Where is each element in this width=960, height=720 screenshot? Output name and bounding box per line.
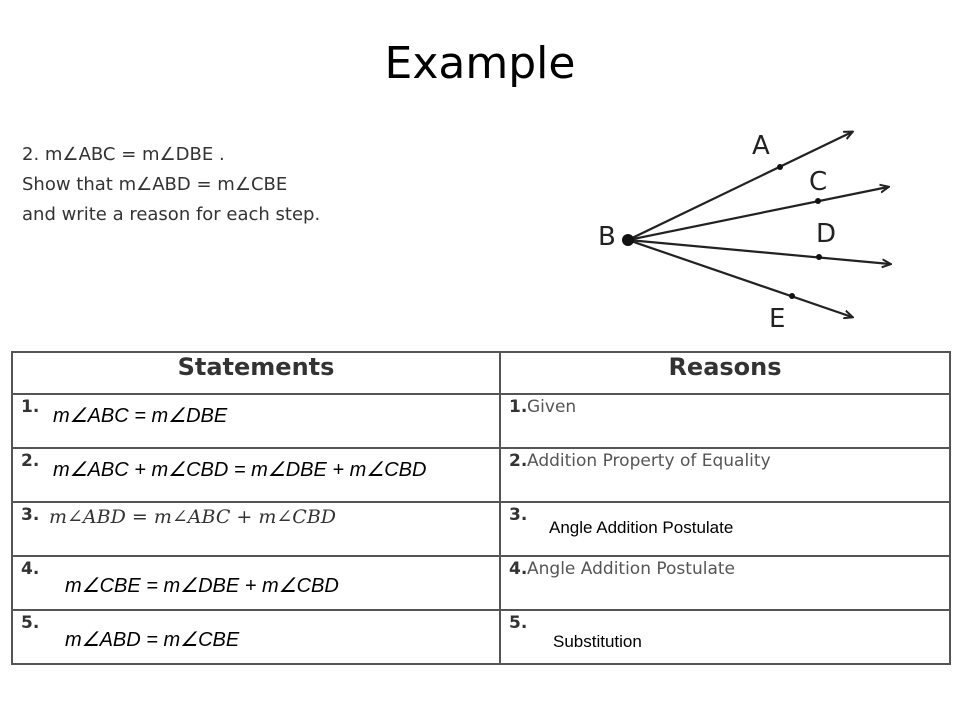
point-a bbox=[777, 164, 783, 170]
label-a: A bbox=[752, 131, 770, 161]
reason-cell: 2. Addition Property of Equality bbox=[499, 447, 951, 503]
reason-text: Addition Property of Equality bbox=[527, 451, 771, 471]
reason-cell: 5. Substitution bbox=[499, 609, 951, 665]
reason-number: 1. bbox=[509, 397, 528, 417]
label-b: B bbox=[598, 222, 616, 252]
label-c: C bbox=[809, 167, 827, 197]
statement-text: m∠ABD = m∠CBE bbox=[65, 629, 240, 651]
table-row: 3. m∠ABD = m∠ABC + m∠CBD 3. Angle Additi… bbox=[11, 501, 951, 557]
reason-text: Given bbox=[527, 397, 577, 417]
point-d bbox=[816, 254, 822, 260]
reason-cell: 3. Angle Addition Postulate bbox=[499, 501, 951, 557]
table-row: 1. m∠ABC = m∠DBE 1. Given bbox=[11, 393, 951, 449]
vertex-point-b bbox=[622, 234, 634, 246]
reason-number: 4. bbox=[509, 559, 528, 579]
reason-text: Angle Addition Postulate bbox=[527, 559, 735, 579]
ray-ba bbox=[627, 132, 852, 241]
statement-number: 5. bbox=[21, 613, 40, 633]
label-e: E bbox=[769, 304, 785, 334]
problem-statement: 2. m∠ABC = m∠DBE . Show that m∠ABD = m∠C… bbox=[22, 140, 320, 230]
statement-text: m∠ABD = m∠ABC + m∠CBD bbox=[49, 506, 337, 528]
problem-line-given: 2. m∠ABC = m∠DBE . bbox=[22, 144, 225, 165]
statement-text: m∠ABC + m∠CBD = m∠DBE + m∠CBD bbox=[53, 459, 427, 481]
page-title: Example bbox=[384, 38, 576, 89]
reason-number: 3. bbox=[509, 505, 528, 525]
ray-bc bbox=[627, 187, 888, 242]
statement-number: 2. bbox=[21, 451, 40, 471]
ray-be bbox=[627, 238, 852, 317]
reason-number: 2. bbox=[509, 451, 528, 471]
reason-number: 5. bbox=[509, 613, 528, 633]
point-e bbox=[789, 293, 795, 299]
statement-text: m∠ABC = m∠DBE bbox=[53, 405, 228, 427]
problem-line-show: Show that m∠ABD = m∠CBE bbox=[22, 174, 288, 195]
statement-cell: 1. m∠ABC = m∠DBE bbox=[11, 393, 501, 449]
statement-cell: 2. m∠ABC + m∠CBD = m∠DBE + m∠CBD bbox=[11, 447, 501, 503]
reasons-header: Reasons bbox=[499, 351, 951, 395]
statements-header: Statements bbox=[11, 351, 501, 395]
reason-cell: 1. Given bbox=[499, 393, 951, 449]
ray-bd bbox=[627, 238, 890, 264]
label-d: D bbox=[816, 219, 836, 249]
header-row: Statements Reasons bbox=[11, 351, 951, 395]
table-row: 5. m∠ABD = m∠CBE 5. Substitution bbox=[11, 609, 951, 665]
statement-number: 3. bbox=[21, 505, 40, 525]
statement-cell: 3. m∠ABD = m∠ABC + m∠CBD bbox=[11, 501, 501, 557]
table-row: 2. m∠ABC + m∠CBD = m∠DBE + m∠CBD 2. Addi… bbox=[11, 447, 951, 503]
statement-text: m∠CBE = m∠DBE + m∠CBD bbox=[65, 575, 339, 597]
proof-table: Statements Reasons 1. m∠ABC = m∠DBE 1. G… bbox=[11, 351, 951, 665]
reason-cell: 4. Angle Addition Postulate bbox=[499, 555, 951, 611]
statement-number: 4. bbox=[21, 559, 40, 579]
statement-cell: 4. m∠CBE = m∠DBE + m∠CBD bbox=[11, 555, 501, 611]
table-row: 4. m∠CBE = m∠DBE + m∠CBD 4. Angle Additi… bbox=[11, 555, 951, 611]
point-c bbox=[815, 198, 821, 204]
reason-text: Substitution bbox=[553, 632, 642, 651]
reason-text: Angle Addition Postulate bbox=[549, 518, 734, 537]
statement-number: 1. bbox=[21, 397, 40, 417]
problem-line-instructions: and write a reason for each step. bbox=[22, 204, 321, 225]
angle-diagram: A B C D E bbox=[598, 120, 910, 334]
statement-cell: 5. m∠ABD = m∠CBE bbox=[11, 609, 501, 665]
